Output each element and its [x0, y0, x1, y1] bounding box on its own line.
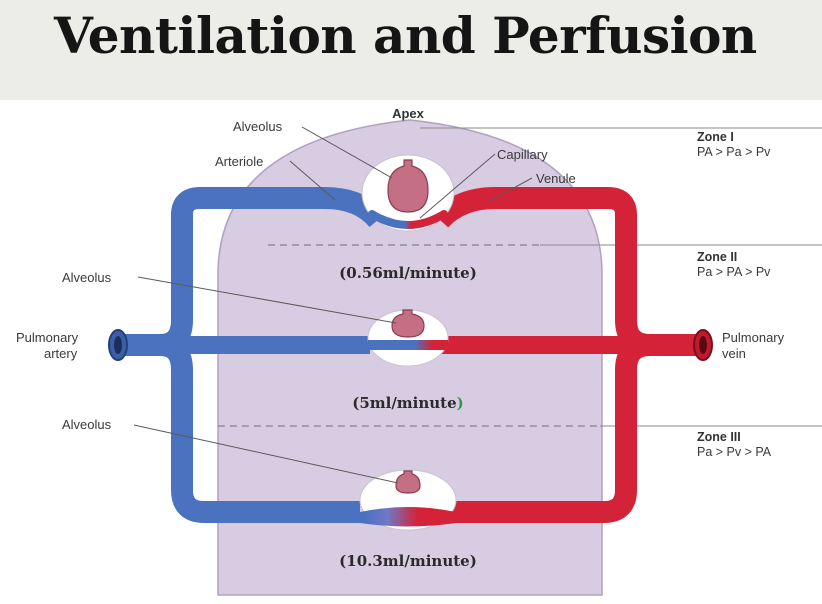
zone-2-rate: (5ml/minute) — [352, 394, 464, 412]
pulmonary-artery-lumen — [114, 336, 122, 354]
pulmonary-artery-label-line1: Pulmonary — [16, 330, 79, 345]
alveolus-top-label: Alveolus — [233, 119, 283, 134]
arteriole-label: Arteriole — [215, 154, 263, 169]
zone-1-relation: PA > Pa > Pv — [697, 145, 771, 159]
zone-1-rate: (0.56ml/minute) — [339, 264, 477, 282]
zone-2-rate-text: (5ml/minute — [352, 394, 456, 412]
zone-2-relation: Pa > PA > Pv — [697, 265, 771, 279]
zone-2-rate-paren: ) — [457, 394, 464, 412]
venule-label: Venule — [536, 171, 576, 186]
zone-3-relation: Pa > Pv > PA — [697, 445, 772, 459]
apex-label: Apex — [392, 106, 425, 121]
pulmonary-vein-label-line2: vein — [722, 346, 746, 361]
zone-3-title: Zone III — [697, 430, 741, 444]
pulmonary-vein-lumen — [699, 336, 707, 354]
alveolus-middle-label: Alveolus — [62, 270, 112, 285]
zone-3-rate: (10.3ml/minute) — [339, 552, 477, 570]
alveolus-bottom-label: Alveolus — [62, 417, 112, 432]
title-band: Ventilation and Perfusion — [0, 0, 822, 100]
capillary-label: Capillary — [497, 147, 548, 162]
zone-1-title: Zone I — [697, 130, 734, 144]
zone-2-title: Zone II — [697, 250, 737, 264]
capillary-bottom — [360, 507, 456, 527]
slide-title: Ventilation and Perfusion — [54, 6, 757, 65]
pulmonary-artery-label-line2: artery — [44, 346, 78, 361]
pulmonary-vein-label-line1: Pulmonary — [722, 330, 785, 345]
lung-perfusion-diagram: Apex Alveolus Arteriole Capillary Venule… — [0, 100, 822, 604]
diagram-area: Apex Alveolus Arteriole Capillary Venule… — [0, 100, 822, 604]
